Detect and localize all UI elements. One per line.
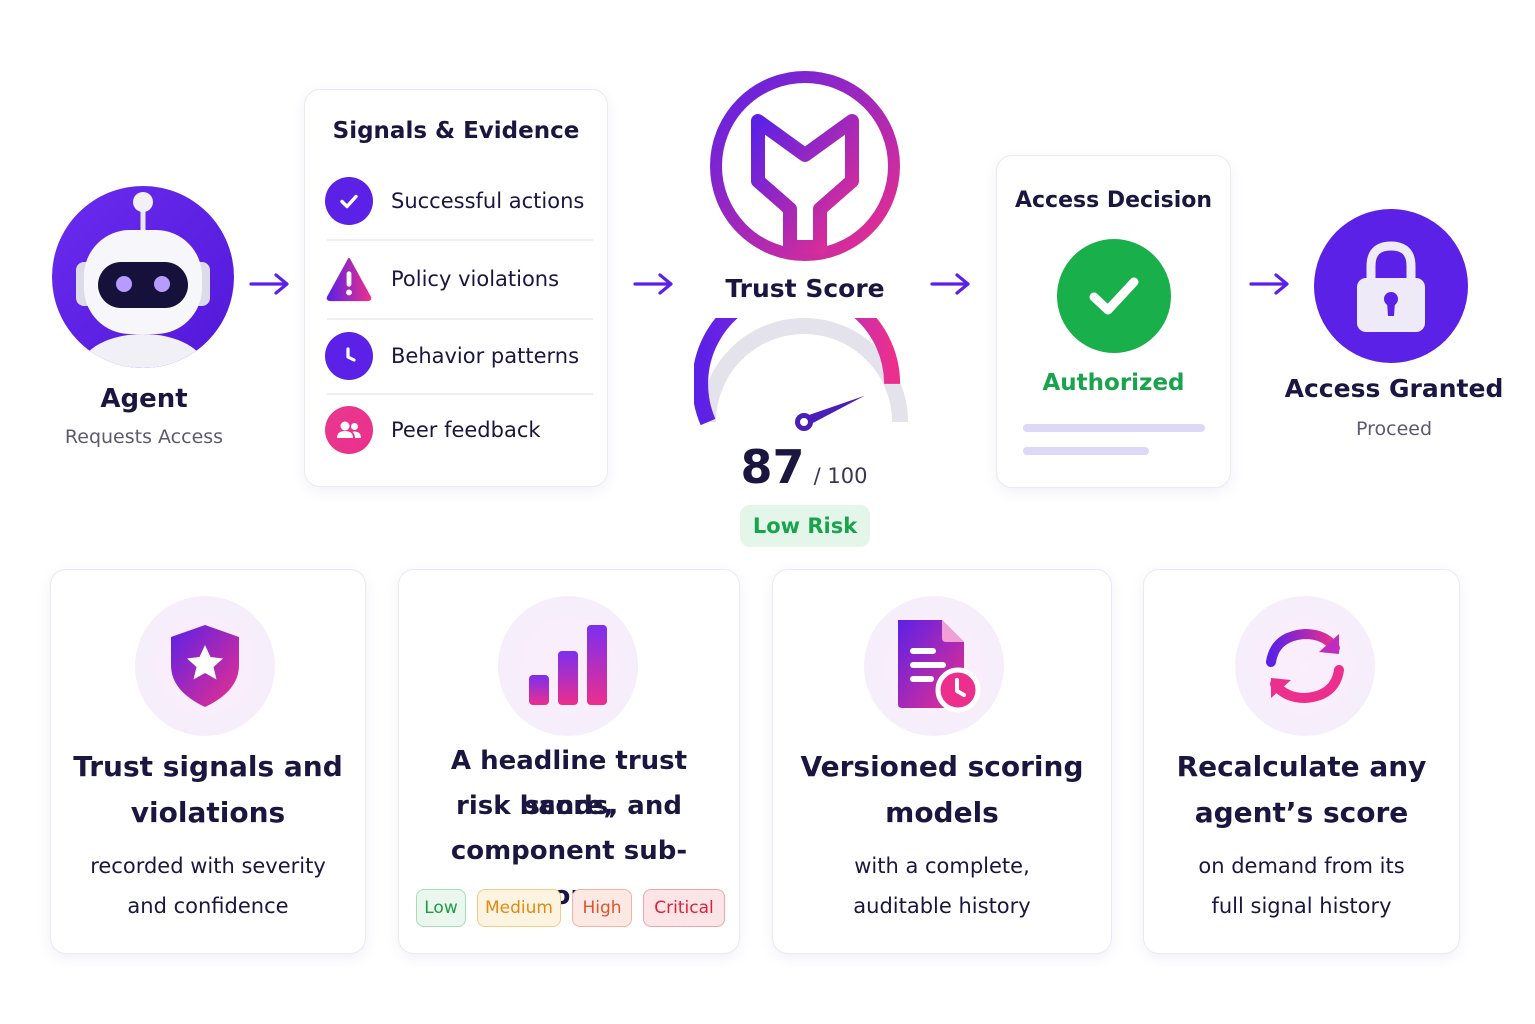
access-granted-subtitle: Proceed bbox=[1355, 418, 1433, 440]
risk-band-critical: Critical bbox=[643, 889, 725, 927]
score-max: / 100 bbox=[813, 464, 868, 488]
authorized-check-icon bbox=[1057, 239, 1171, 353]
feature-title-line: Recalculate any bbox=[1176, 750, 1427, 783]
feature-card-versioned-models: Versioned scoring models with a complete… bbox=[772, 569, 1112, 954]
feature-title-line: agent’s score bbox=[1194, 796, 1409, 829]
feature-title-line: models bbox=[885, 796, 999, 829]
placeholder-line bbox=[1023, 447, 1149, 455]
refresh-icon bbox=[1235, 596, 1375, 736]
gauge-needle bbox=[802, 395, 865, 427]
score-readout: 87 / 100 bbox=[704, 440, 904, 500]
risk-band-low: Low bbox=[416, 889, 466, 927]
signal-item-peer-feedback: Peer feedback bbox=[325, 400, 593, 460]
gauge-track bbox=[700, 318, 908, 423]
access-decision-card: Access Decision Authorized bbox=[996, 155, 1231, 488]
feature-card-recalculate: Recalculate any agent’s score on demand … bbox=[1143, 569, 1460, 954]
risk-band-medium: Medium bbox=[477, 889, 561, 927]
trust-shield-logo-icon bbox=[710, 71, 900, 261]
feature-desc-line: recorded with severity bbox=[90, 854, 326, 878]
feature-desc-line: on demand from its bbox=[1198, 854, 1405, 878]
signal-label: Behavior patterns bbox=[391, 344, 580, 368]
risk-badge: Low Risk bbox=[740, 505, 870, 547]
lock-icon bbox=[1314, 209, 1468, 363]
feature-title-line: risk bands, and bbox=[456, 791, 682, 821]
signals-title: Signals & Evidence bbox=[332, 118, 580, 144]
placeholder-line bbox=[1023, 424, 1205, 432]
agent-title: Agent bbox=[100, 384, 188, 414]
arrow-right-icon bbox=[930, 273, 970, 295]
signal-item-successful-actions: Successful actions bbox=[325, 171, 593, 231]
feature-desc-line: and confidence bbox=[127, 894, 289, 918]
signal-label: Successful actions bbox=[391, 189, 585, 213]
feature-title-line: Trust signals and bbox=[73, 750, 343, 783]
arrow-right-icon bbox=[1249, 273, 1289, 295]
decision-status: Authorized bbox=[1042, 370, 1185, 396]
feature-title-line: Versioned scoring bbox=[800, 750, 1084, 783]
signal-label: Peer feedback bbox=[391, 418, 541, 442]
feature-desc-line: full signal history bbox=[1211, 894, 1392, 918]
risk-band-high: High bbox=[572, 889, 632, 927]
users-icon bbox=[325, 406, 373, 454]
check-icon bbox=[325, 177, 373, 225]
signal-item-policy-violations: Policy violations bbox=[325, 249, 593, 309]
arrow-right-icon bbox=[249, 273, 289, 295]
trust-score-title: Trust Score bbox=[725, 274, 885, 303]
trust-gauge bbox=[694, 318, 908, 431]
feature-title-line: A headline trust score, bbox=[450, 746, 688, 821]
signals-card: Signals & Evidence Successful actions Po… bbox=[304, 89, 608, 487]
robot-icon bbox=[52, 186, 234, 368]
agent-subtitle: Requests Access bbox=[64, 426, 224, 448]
feature-desc-line: auditable history bbox=[853, 894, 1031, 918]
feature-card-trust-signals: Trust signals and violations recorded wi… bbox=[50, 569, 366, 954]
clock-icon bbox=[325, 332, 373, 380]
document-clock-icon bbox=[864, 596, 1004, 736]
feature-title-line: violations bbox=[130, 796, 286, 829]
shield-star-icon bbox=[135, 596, 275, 736]
signal-label: Policy violations bbox=[391, 267, 560, 291]
feature-card-trust-score: A headline trust score, risk bands, and … bbox=[398, 569, 740, 954]
feature-desc-line: with a complete, bbox=[854, 854, 1030, 878]
gauge-fill bbox=[694, 318, 901, 426]
score-value: 87 bbox=[740, 440, 805, 494]
arrow-right-icon bbox=[633, 273, 673, 295]
signal-item-behavior-patterns: Behavior patterns bbox=[325, 326, 593, 386]
bar-chart-icon bbox=[498, 596, 638, 736]
trust-logo bbox=[708, 69, 902, 263]
warning-icon bbox=[325, 255, 373, 303]
access-granted-title: Access Granted bbox=[1284, 374, 1504, 403]
decision-title: Access Decision bbox=[1014, 188, 1213, 213]
agent-avatar bbox=[52, 178, 234, 374]
